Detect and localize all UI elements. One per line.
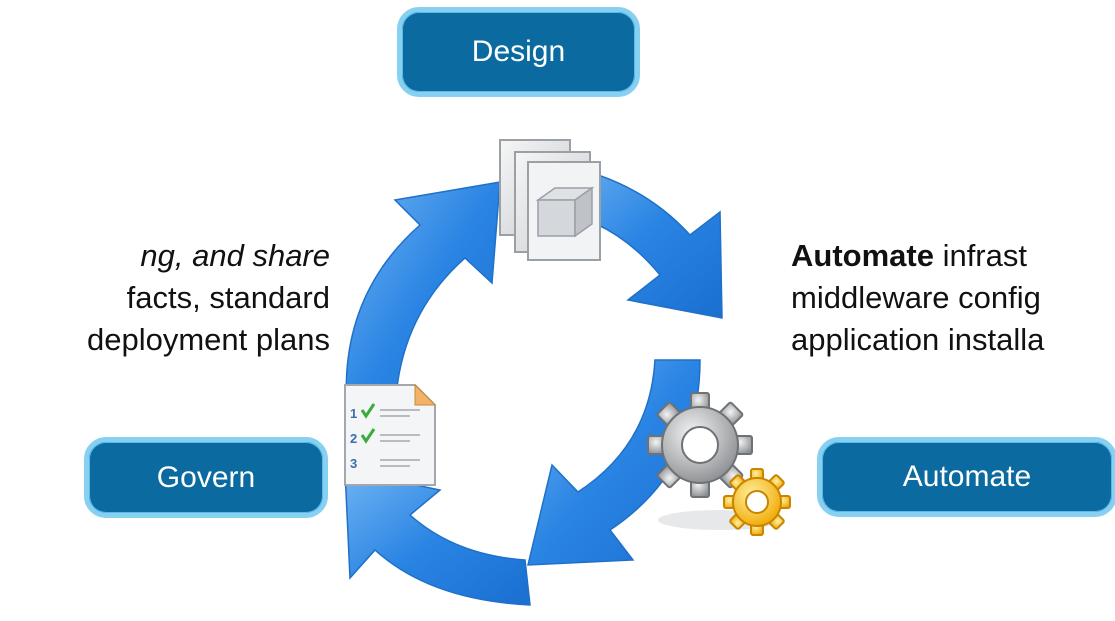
- automate-description-line-1: Automate infrast: [791, 235, 1115, 277]
- govern-description-line-2: facts, standard: [126, 280, 330, 315]
- svg-text:3: 3: [350, 456, 357, 471]
- stage-govern-label: Govern: [156, 460, 256, 494]
- svg-text:2: 2: [350, 431, 357, 446]
- svg-text:1: 1: [350, 406, 357, 421]
- cycle-arrow-bottom-left: [344, 469, 531, 606]
- stage-design-button[interactable]: Design: [397, 7, 640, 97]
- automate-description-line-2: middleware config: [791, 280, 1041, 315]
- automate-keyword: Automate: [791, 238, 934, 273]
- automate-description: Automate infrast middleware config appli…: [791, 235, 1115, 361]
- automate-description-line-1-rest: infrast: [933, 238, 1027, 273]
- stage-automate-label: Automate: [902, 460, 1032, 493]
- document-stack-icon: [499, 139, 601, 261]
- checklist-icon: 1 2 3: [344, 383, 437, 486]
- govern-description-line-1: ng, and share: [140, 238, 330, 273]
- cycle-arrow-top-left: [345, 181, 501, 421]
- stage-design-label: Design: [471, 35, 566, 68]
- automate-description-line-3: application installa: [791, 322, 1045, 357]
- govern-description-line-3: deployment plans: [87, 322, 330, 357]
- gears-icon: [647, 392, 791, 536]
- govern-description: ng, and share facts, standard deployment…: [0, 235, 330, 361]
- stage-govern-button[interactable]: Govern: [84, 437, 328, 518]
- stage-automate-button[interactable]: Automate: [817, 437, 1115, 517]
